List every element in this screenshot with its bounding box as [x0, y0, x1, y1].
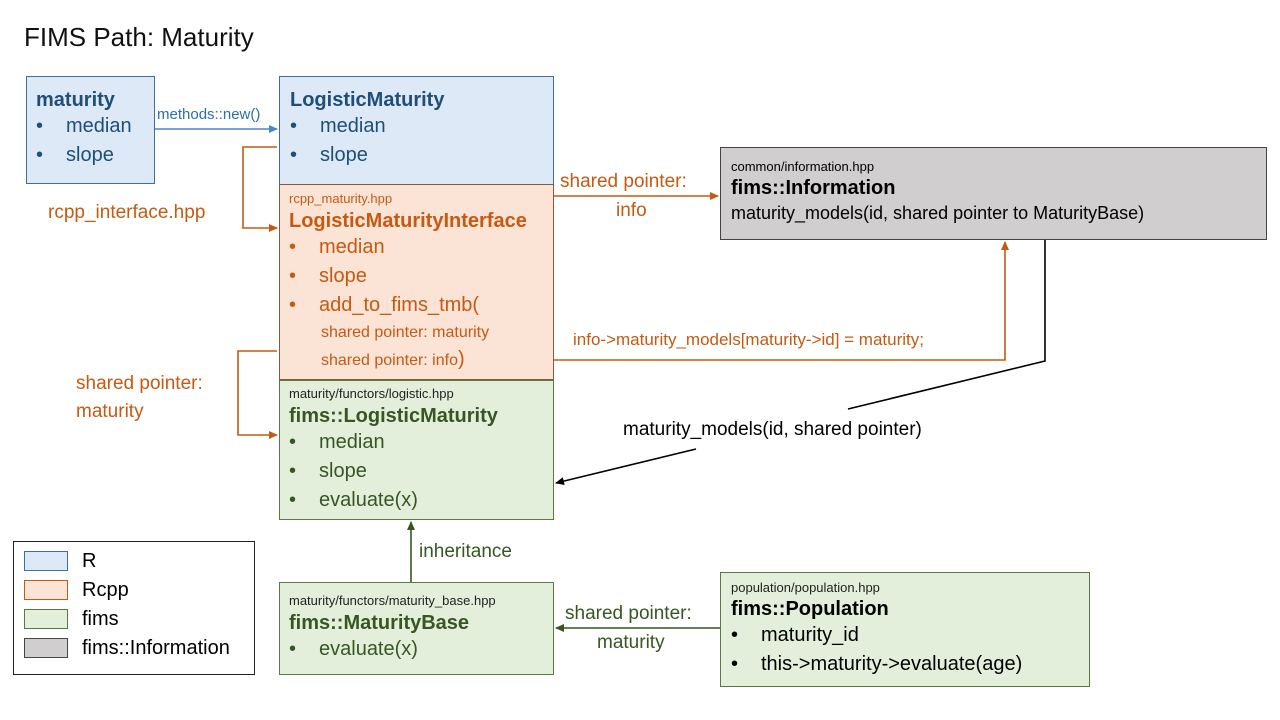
population-shared-pointer-label: shared pointer:	[565, 603, 692, 624]
item-list: evaluate(x)	[289, 635, 553, 664]
file-path: maturity/functors/maturity_base.hpp	[289, 593, 496, 608]
population-shared-pointer-label-2: maturity	[597, 632, 665, 653]
box-title: maturity	[36, 89, 115, 111]
maturity-models-line	[847, 240, 1046, 410]
legend: R Rcpp fims fims::Information	[13, 541, 255, 675]
rcpp-interface-label: rcpp_interface.hpp	[48, 202, 206, 223]
info-assign-label: info->maturity_models[maturity->id] = ma…	[573, 330, 924, 349]
list-item: median	[290, 112, 553, 141]
r-maturity-box: maturity median slope	[26, 76, 155, 184]
legend-item: Rcpp	[24, 579, 129, 601]
file-path: maturity/functors/logistic.hpp	[289, 386, 454, 401]
legend-swatch-r	[24, 551, 68, 571]
file-path: population/population.hpp	[731, 580, 880, 595]
box-title: fims::LogisticMaturity	[289, 405, 498, 427]
item-list: maturity_id this->maturity->evaluate(age…	[731, 621, 1089, 679]
sub-item: shared pointer: info	[321, 352, 458, 369]
list-item: evaluate(x)	[289, 486, 553, 515]
r-logistic-maturity-box: LogisticMaturity median slope	[279, 76, 554, 185]
info-assign-arrow	[554, 241, 1009, 361]
list-item: add_to_fims_tmb(	[289, 291, 553, 320]
close-paren: )	[457, 348, 465, 370]
box-title: LogisticMaturityInterface	[289, 210, 527, 232]
maturity-models-arrow	[555, 448, 697, 485]
legend-swatch-fims	[24, 609, 68, 629]
sub-item: shared pointer: maturity	[321, 324, 490, 341]
rcpp-interface-box: rcpp_maturity.hpp LogisticMaturityInterf…	[279, 184, 554, 380]
box-title: fims::Population	[731, 598, 889, 620]
box-title: fims::MaturityBase	[289, 612, 470, 634]
legend-label: fims::Information	[82, 636, 230, 659]
sub-item-row: shared pointer: info)	[289, 346, 553, 374]
shared-pointer-info-label: shared pointer:	[560, 171, 687, 192]
rcpp-interface-arrow	[242, 146, 278, 232]
fims-information-box: common/information.hpp fims::Information…	[720, 147, 1267, 240]
legend-label: fims	[82, 607, 119, 630]
list-item: median	[289, 233, 553, 262]
box-title: fims::Information	[731, 177, 896, 199]
item-list: median slope evaluate(x)	[289, 428, 553, 515]
legend-label: R	[82, 549, 97, 572]
legend-item: fims::Information	[24, 637, 230, 659]
fims-maturity-base-box: maturity/functors/maturity_base.hpp fims…	[279, 582, 554, 675]
list-item: median	[36, 112, 154, 141]
fims-population-box: population/population.hpp fims::Populati…	[720, 572, 1090, 687]
methods-new-label: methods::new()	[157, 106, 261, 123]
list-item: slope	[36, 141, 154, 170]
box-title: LogisticMaturity	[290, 89, 445, 111]
legend-label: Rcpp	[82, 578, 129, 601]
inheritance-label: inheritance	[419, 541, 512, 562]
list-item: slope	[290, 141, 553, 170]
file-path: rcpp_maturity.hpp	[289, 191, 393, 206]
legend-swatch-rcpp	[24, 580, 68, 600]
legend-swatch-information	[24, 638, 68, 658]
shared-pointer-maturity-label: shared pointer:	[76, 373, 203, 394]
list-item: median	[289, 428, 553, 457]
shared-pointer-maturity-label-2: maturity	[76, 401, 144, 422]
shared-pointer-info-label-2: info	[616, 200, 647, 221]
list-item: maturity_id	[731, 621, 1089, 650]
fims-logistic-maturity-box: maturity/functors/logistic.hpp fims::Log…	[279, 380, 554, 520]
file-path: common/information.hpp	[731, 159, 875, 174]
legend-item: fims	[24, 608, 119, 630]
item-list: median slope add_to_fims_tmb(	[289, 233, 553, 320]
list-item: this->maturity->evaluate(age)	[731, 650, 1089, 679]
info-line: maturity_models(id, shared pointer to Ma…	[731, 203, 1145, 223]
page-title: FIMS Path: Maturity	[24, 22, 254, 52]
legend-item: R	[24, 550, 96, 572]
list-item: slope	[289, 457, 553, 486]
item-list: median slope	[290, 112, 553, 170]
list-item: slope	[289, 262, 553, 291]
item-list: median slope	[36, 112, 154, 170]
maturity-models-label: maturity_models(id, shared pointer)	[621, 419, 924, 441]
shared-pointer-maturity-arrow	[237, 350, 278, 439]
list-item: evaluate(x)	[289, 635, 553, 664]
